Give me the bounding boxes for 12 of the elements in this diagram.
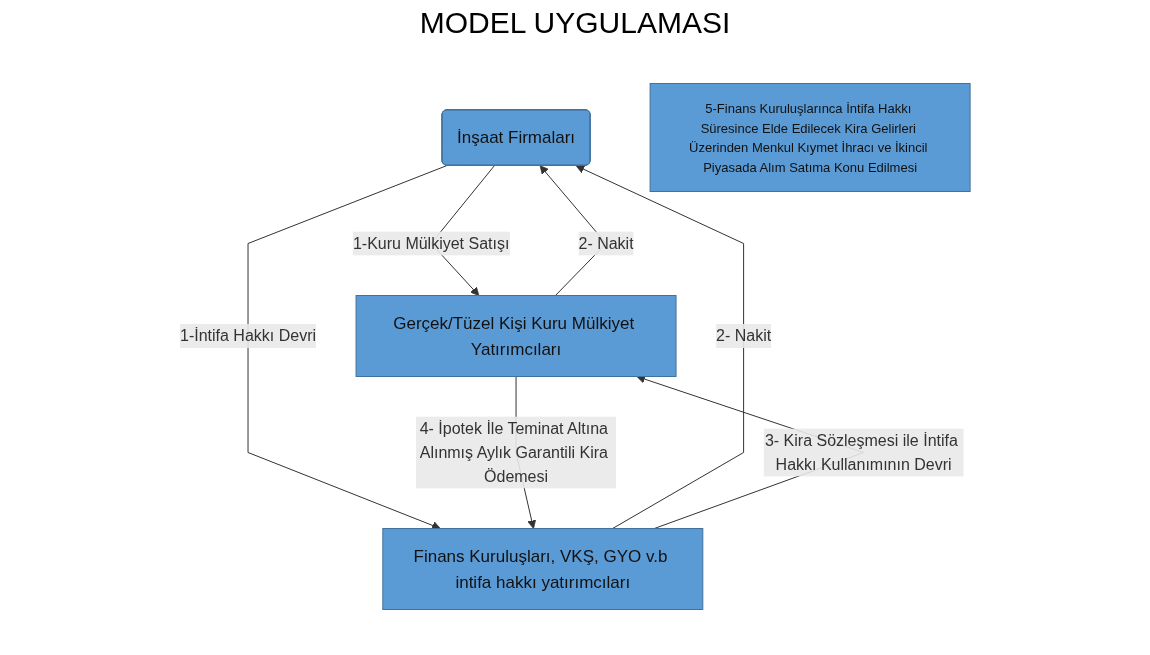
edge-label: 1-Kuru Mülkiyet Satışı <box>352 234 510 252</box>
diagram-title: MODEL UYGULAMASI <box>419 6 731 40</box>
arrow <box>247 165 448 530</box>
edge-label: 4- İpotek İle Teminat Altına Alınmış Aylık Garantili Kira Ödemesi <box>419 419 608 485</box>
edge-label: 3- Kira Sözleşmesi ile İntifa Hakkı Kullanımının Devri <box>764 431 958 473</box>
node-box: Finans Kuruluşları, VKŞ, GYO v.b intifa hakkı yatırımcıları <box>382 528 704 610</box>
edge-label: 2- Nakit <box>716 327 772 344</box>
node-box: Gerçek/Tüzel Kişi Kuru Mülkiyet Yatırımcıları <box>355 295 677 377</box>
arrow <box>575 165 745 529</box>
edge-label: 2- Nakit <box>578 234 634 252</box>
node-box: 5-Finans Kuruluşlarınca İntifa Hakkı Süresince Elde Edilecek Kira Gelirleri Üzerinden Menkul Kıymet İhracı ve İkincil Piyasada Alım Satıma Konu Edilmesi <box>649 83 971 192</box>
edge-label: 1-İntifa Hakkı Devri <box>179 327 316 344</box>
